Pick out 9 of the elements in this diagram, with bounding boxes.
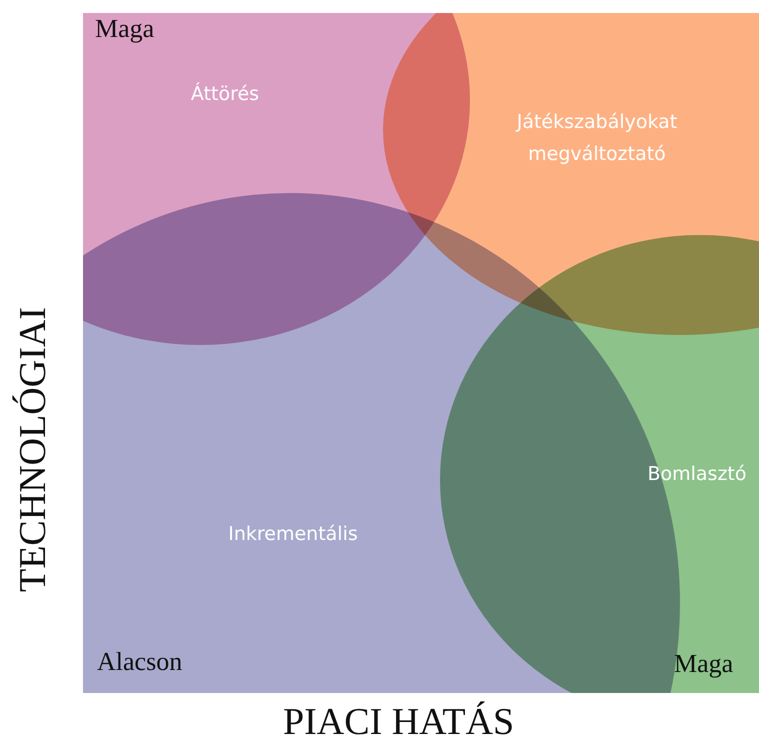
axis-end-label: Alacson <box>97 647 182 677</box>
axis-end-label: Maga <box>95 14 154 44</box>
overlapping-region <box>440 235 759 693</box>
axis-title: PIACI HATÁS <box>283 700 514 744</box>
region-label: Áttörés <box>190 81 260 107</box>
axis-end-label: Maga <box>674 649 734 679</box>
region-label: Játékszabályokat megváltoztató <box>514 110 678 168</box>
axis-title: TECHNOLÓGIAI <box>14 306 52 594</box>
region-label: Inkrementális <box>227 522 359 547</box>
